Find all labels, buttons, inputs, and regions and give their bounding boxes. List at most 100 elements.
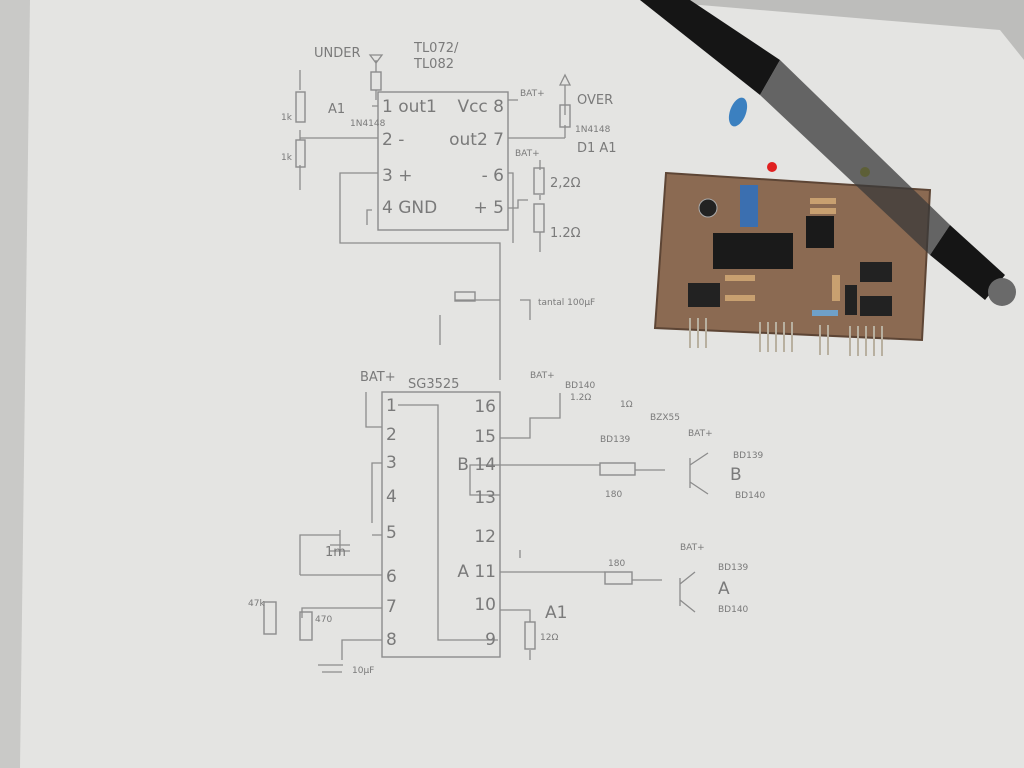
pin-5: 5 xyxy=(386,523,397,543)
label-pot-47k: 47k xyxy=(248,599,265,609)
capacitor-blue xyxy=(740,185,758,227)
electrolytic-capacitor xyxy=(698,198,718,218)
header-pins xyxy=(689,318,883,356)
label-r-2-2: 2,2Ω xyxy=(550,176,581,191)
pin-1: 1 out1 xyxy=(382,97,437,117)
pins-right: 16 15 B 14 13 12 A 11 10 9 xyxy=(457,397,496,650)
label-bd139: BD139 xyxy=(733,451,764,461)
resistor xyxy=(725,295,755,301)
resistor-12 xyxy=(524,621,536,650)
resistor xyxy=(370,71,382,91)
resistor xyxy=(832,275,840,301)
label-r-1-2: 1.2Ω xyxy=(550,226,581,241)
label-bat-div: BAT+ xyxy=(515,149,540,159)
pin-1: 1 xyxy=(386,396,397,416)
transistor xyxy=(860,262,892,282)
label-part-tl082: TL082 xyxy=(413,57,454,72)
pins-left: 1 2 3 4 5 6 7 8 xyxy=(386,396,397,650)
pot-47k xyxy=(263,601,277,635)
label-cap-10u: 10µF xyxy=(352,666,374,676)
label-r-180: 180 xyxy=(605,490,622,500)
pin-7: out2 7 xyxy=(449,130,504,150)
resistor-1k-top xyxy=(295,91,306,123)
opamp-schematic: UNDER TL072/ TL082 OVER A1 1N4148 1N4148… xyxy=(281,41,617,380)
transistor xyxy=(860,296,892,316)
sg3525-ic-box xyxy=(381,391,501,658)
label-under: UNDER xyxy=(314,46,361,61)
pin-14: B 14 xyxy=(457,455,496,475)
label-over: OVER xyxy=(577,93,613,108)
label-output-b: B xyxy=(730,465,742,485)
driver-b: BAT+ 180 BD139 B BD140 xyxy=(605,429,766,501)
pin-12: 12 xyxy=(474,527,496,547)
resistor-2-2 xyxy=(533,167,545,195)
transistor-icon xyxy=(679,452,709,613)
resistor xyxy=(559,104,571,128)
ic-chip-8pin xyxy=(806,216,834,248)
pwm-schematic: BAT+ SG3525 1 2 3 4 5 6 7 8 16 15 B 14 1… xyxy=(248,370,766,676)
resistor xyxy=(812,310,838,316)
label-diode-right: 1N4148 xyxy=(575,125,611,135)
pin-11: A 11 xyxy=(457,562,496,582)
pin-5: + 5 xyxy=(474,198,504,218)
label-diode-left: 1N4148 xyxy=(350,119,386,129)
pin-15: 15 xyxy=(474,427,496,447)
capacitor-blue-lead xyxy=(728,97,748,127)
desk-corner xyxy=(640,0,1024,60)
label-r-470: 470 xyxy=(315,615,332,625)
label-bd139: BD139 xyxy=(600,435,631,445)
label-a1: A1 xyxy=(328,102,345,117)
desk-edge-left xyxy=(0,0,30,768)
pin-3: 3 xyxy=(386,453,397,473)
pin-2: 2 - xyxy=(382,130,404,150)
label-bat-shutdown: BAT+ xyxy=(530,371,555,381)
pin-7: 7 xyxy=(386,597,397,617)
label-tantal: tantal 100µF xyxy=(538,298,595,308)
pin-13: 13 xyxy=(474,488,496,508)
label-bat: BAT+ xyxy=(680,543,705,553)
resistor xyxy=(810,198,836,204)
resistor-180-b xyxy=(599,462,636,476)
label-r-bottom: 1k xyxy=(281,153,293,163)
pin-2: 2 xyxy=(386,425,397,445)
pin-4: 4 xyxy=(386,487,397,507)
resistor xyxy=(725,275,755,281)
label-r-180: 180 xyxy=(608,559,625,569)
pcb-board xyxy=(653,97,932,356)
label-bd140: BD140 xyxy=(718,605,749,615)
label-r-1-2: 1.2Ω xyxy=(570,393,591,403)
capacitor-icon xyxy=(318,544,350,673)
label-a1: A1 xyxy=(545,603,567,623)
ic-chip-16pin xyxy=(713,233,793,269)
label-bat-vcc: BAT+ xyxy=(520,89,545,99)
label-r-12: 12Ω xyxy=(540,633,558,643)
pin-9: 9 xyxy=(485,630,496,650)
label-r-top: 1k xyxy=(281,113,293,123)
resistor-470 xyxy=(299,611,313,641)
pin-8: Vcc 8 xyxy=(457,97,504,117)
label-bd139: BD139 xyxy=(718,563,749,573)
resistor-1-2 xyxy=(533,203,545,233)
resistor xyxy=(810,208,836,214)
led-icon xyxy=(368,54,572,86)
label-bd140: BD140 xyxy=(565,381,596,391)
pin-8: 8 xyxy=(386,630,397,650)
transistor xyxy=(688,283,720,307)
pin-6: - 6 xyxy=(482,166,504,186)
pen xyxy=(640,0,1016,306)
resistor-180-a xyxy=(604,571,633,585)
label-bd140: BD140 xyxy=(735,491,766,501)
pin-4: 4 GND xyxy=(382,198,437,218)
pin-10: 10 xyxy=(474,595,496,615)
opamp-ic-box xyxy=(377,91,509,231)
label-bat-left: BAT+ xyxy=(360,370,396,385)
transistor xyxy=(845,285,857,315)
label-part-tl072: TL072/ xyxy=(413,41,459,56)
label-cap-1m: 1m xyxy=(325,545,346,560)
pin-16: 16 xyxy=(474,397,496,417)
label-d1-a1: D1 A1 xyxy=(577,141,617,156)
label-output-a: A xyxy=(718,579,730,599)
resistor-led xyxy=(454,291,476,302)
label-sg3525: SG3525 xyxy=(408,377,459,392)
